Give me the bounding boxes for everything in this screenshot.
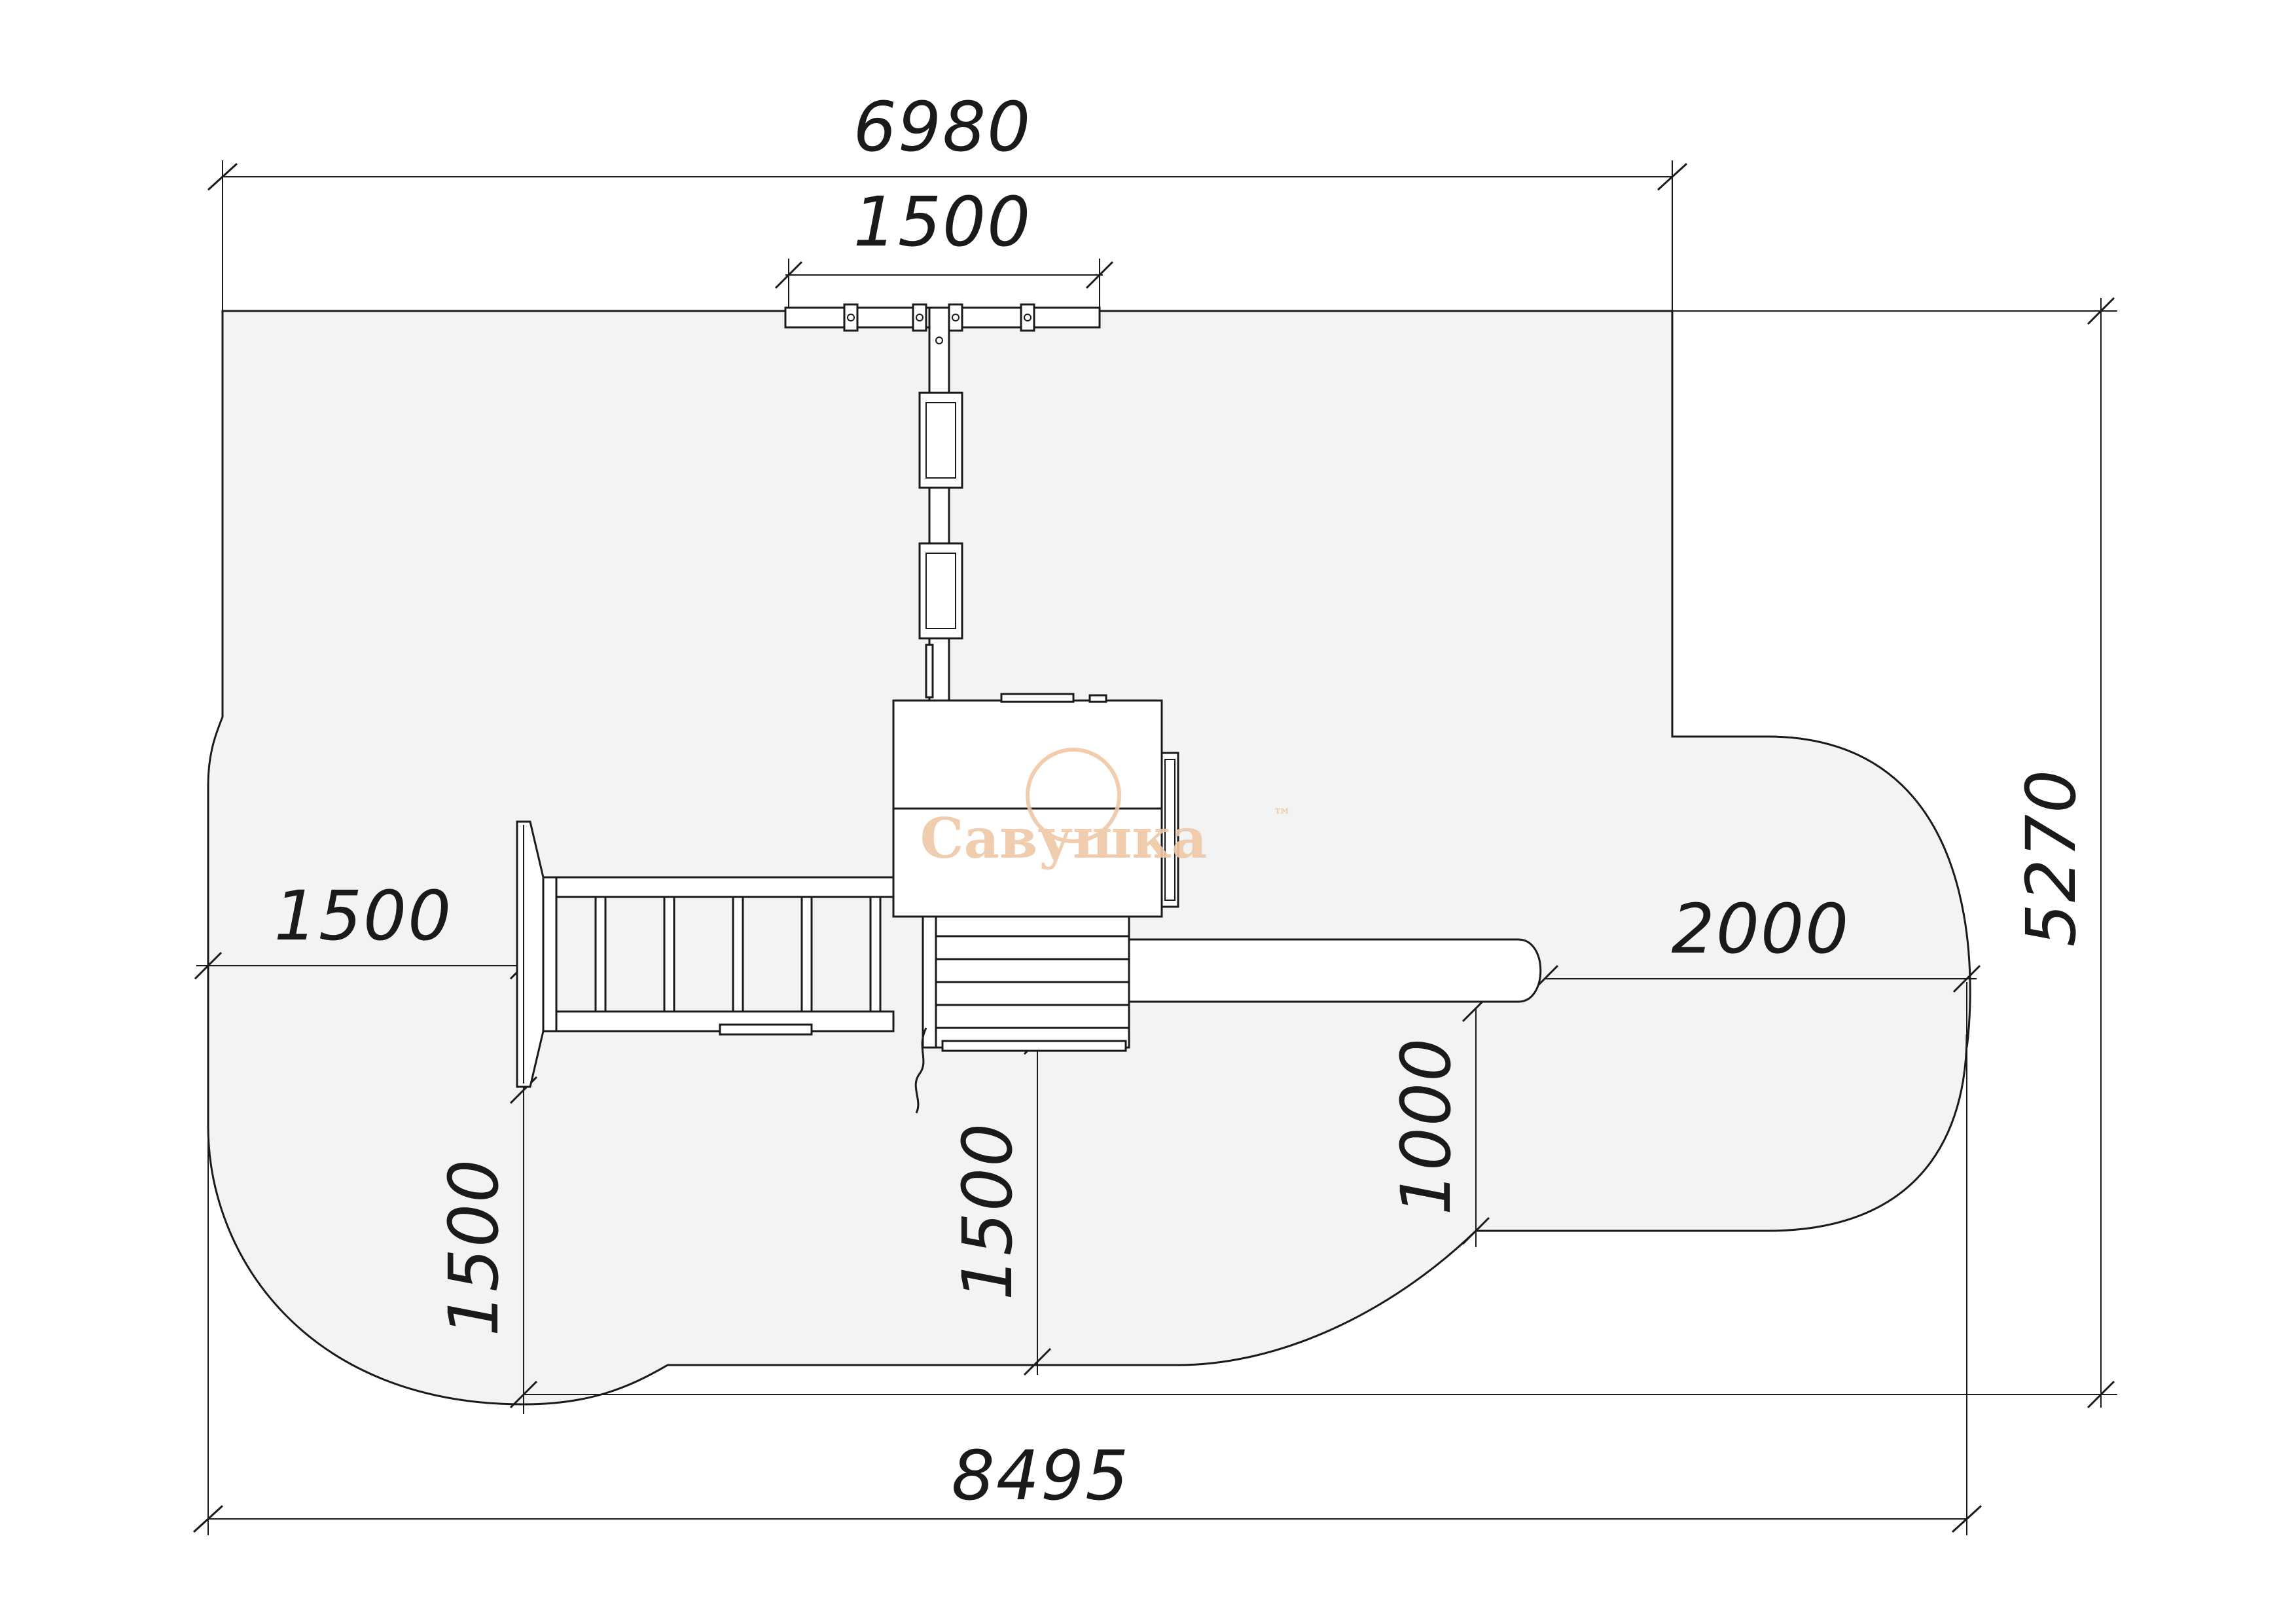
dimension-5270-label: 5270	[2011, 769, 2091, 947]
tower-roof	[892, 693, 1179, 918]
dimension-left-1500: 1500	[194, 876, 538, 980]
dimension-2000-label: 2000	[1672, 889, 1850, 969]
dimension-1000: 1000	[1386, 994, 1490, 1247]
dimension-8495: 8495	[192, 982, 1982, 1535]
swing-beam	[925, 306, 950, 702]
dimension-6980-label: 6980	[853, 87, 1032, 167]
swing-seat-1	[918, 392, 963, 489]
climbing-rope	[914, 1027, 927, 1114]
brand-logo: Савушка ™	[920, 748, 1291, 871]
brand-logo-trademark: ™	[1273, 805, 1291, 826]
slide	[1128, 938, 1542, 1003]
dimension-bottom-left-1500-label: 1500	[434, 1158, 514, 1337]
dimension-bottom-center-1500: 1500	[948, 1027, 1052, 1376]
dimension-left-1500-label: 1500	[274, 876, 453, 956]
swing-seat-2	[918, 542, 963, 640]
dimension-beam-1500-label: 1500	[853, 182, 1032, 262]
dimension-beam-1500: 1500	[774, 182, 1114, 318]
dimension-6980: 6980	[207, 87, 1688, 737]
brand-logo-text: Савушка	[920, 806, 1208, 871]
tower-platform	[922, 915, 1130, 1052]
left-frame-end	[516, 820, 545, 1088]
dimension-8495-label: 8495	[952, 1436, 1130, 1516]
dimension-bottom-center-1500-label: 1500	[948, 1122, 1028, 1301]
dimension-5270: 5270	[524, 297, 2117, 1409]
dimension-bottom-left-1500: 1500	[434, 1076, 538, 1414]
dimension-1000-label: 1000	[1386, 1037, 1466, 1216]
